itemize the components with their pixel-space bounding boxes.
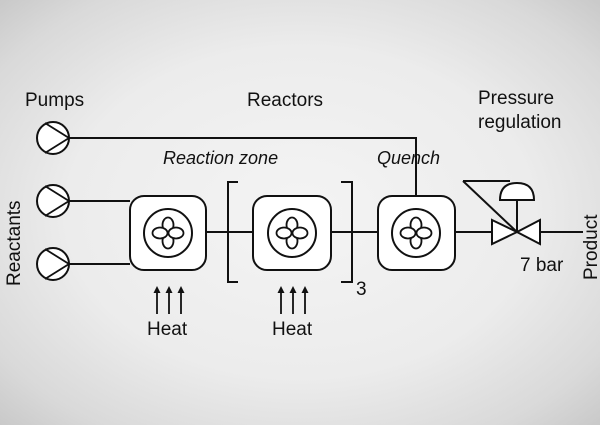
reactor-2 — [252, 195, 332, 271]
heat-arrow-icon — [276, 285, 286, 315]
heat-label-2: Heat — [272, 319, 313, 340]
heat-label-1: Heat — [147, 319, 188, 340]
repeat-bracket-left — [227, 181, 238, 283]
reactor-1 — [129, 195, 207, 271]
repeat-count-label: 3 — [356, 279, 367, 300]
quench-feed-line — [69, 137, 417, 196]
reactants-label: Reactants — [4, 200, 25, 286]
quench-reactor — [377, 195, 456, 271]
pump-top-icon — [36, 121, 71, 155]
product-label: Product — [581, 214, 600, 280]
reactors-label: Reactors — [247, 90, 323, 111]
fan-icon-reactor-1 — [143, 208, 193, 258]
heat-arrow-icon — [288, 285, 298, 315]
pressure-regulation-label-line1: Pressure — [478, 88, 554, 109]
heat-arrows-1 — [152, 285, 186, 315]
heat-arrow-icon — [176, 285, 186, 315]
fan-icon-quench — [391, 208, 441, 258]
quench-label: Quench — [377, 148, 440, 168]
heat-arrow-icon — [300, 285, 310, 315]
fan-icon-reactor-2 — [267, 208, 317, 258]
heat-arrow-icon — [164, 285, 174, 315]
repeat-bracket-right — [341, 181, 353, 283]
heat-arrows-2 — [276, 285, 310, 315]
pump-middle-icon — [36, 184, 71, 218]
pumps-label: Pumps — [25, 90, 84, 111]
pressure-regulation-label-line2: regulation — [478, 112, 561, 133]
reaction-zone-label: Reaction zone — [163, 148, 278, 168]
pressure-value-label: 7 bar — [520, 255, 564, 276]
pressure-valve-icon — [462, 180, 541, 246]
heat-arrow-icon — [152, 285, 162, 315]
pump-bottom-icon — [36, 247, 71, 281]
